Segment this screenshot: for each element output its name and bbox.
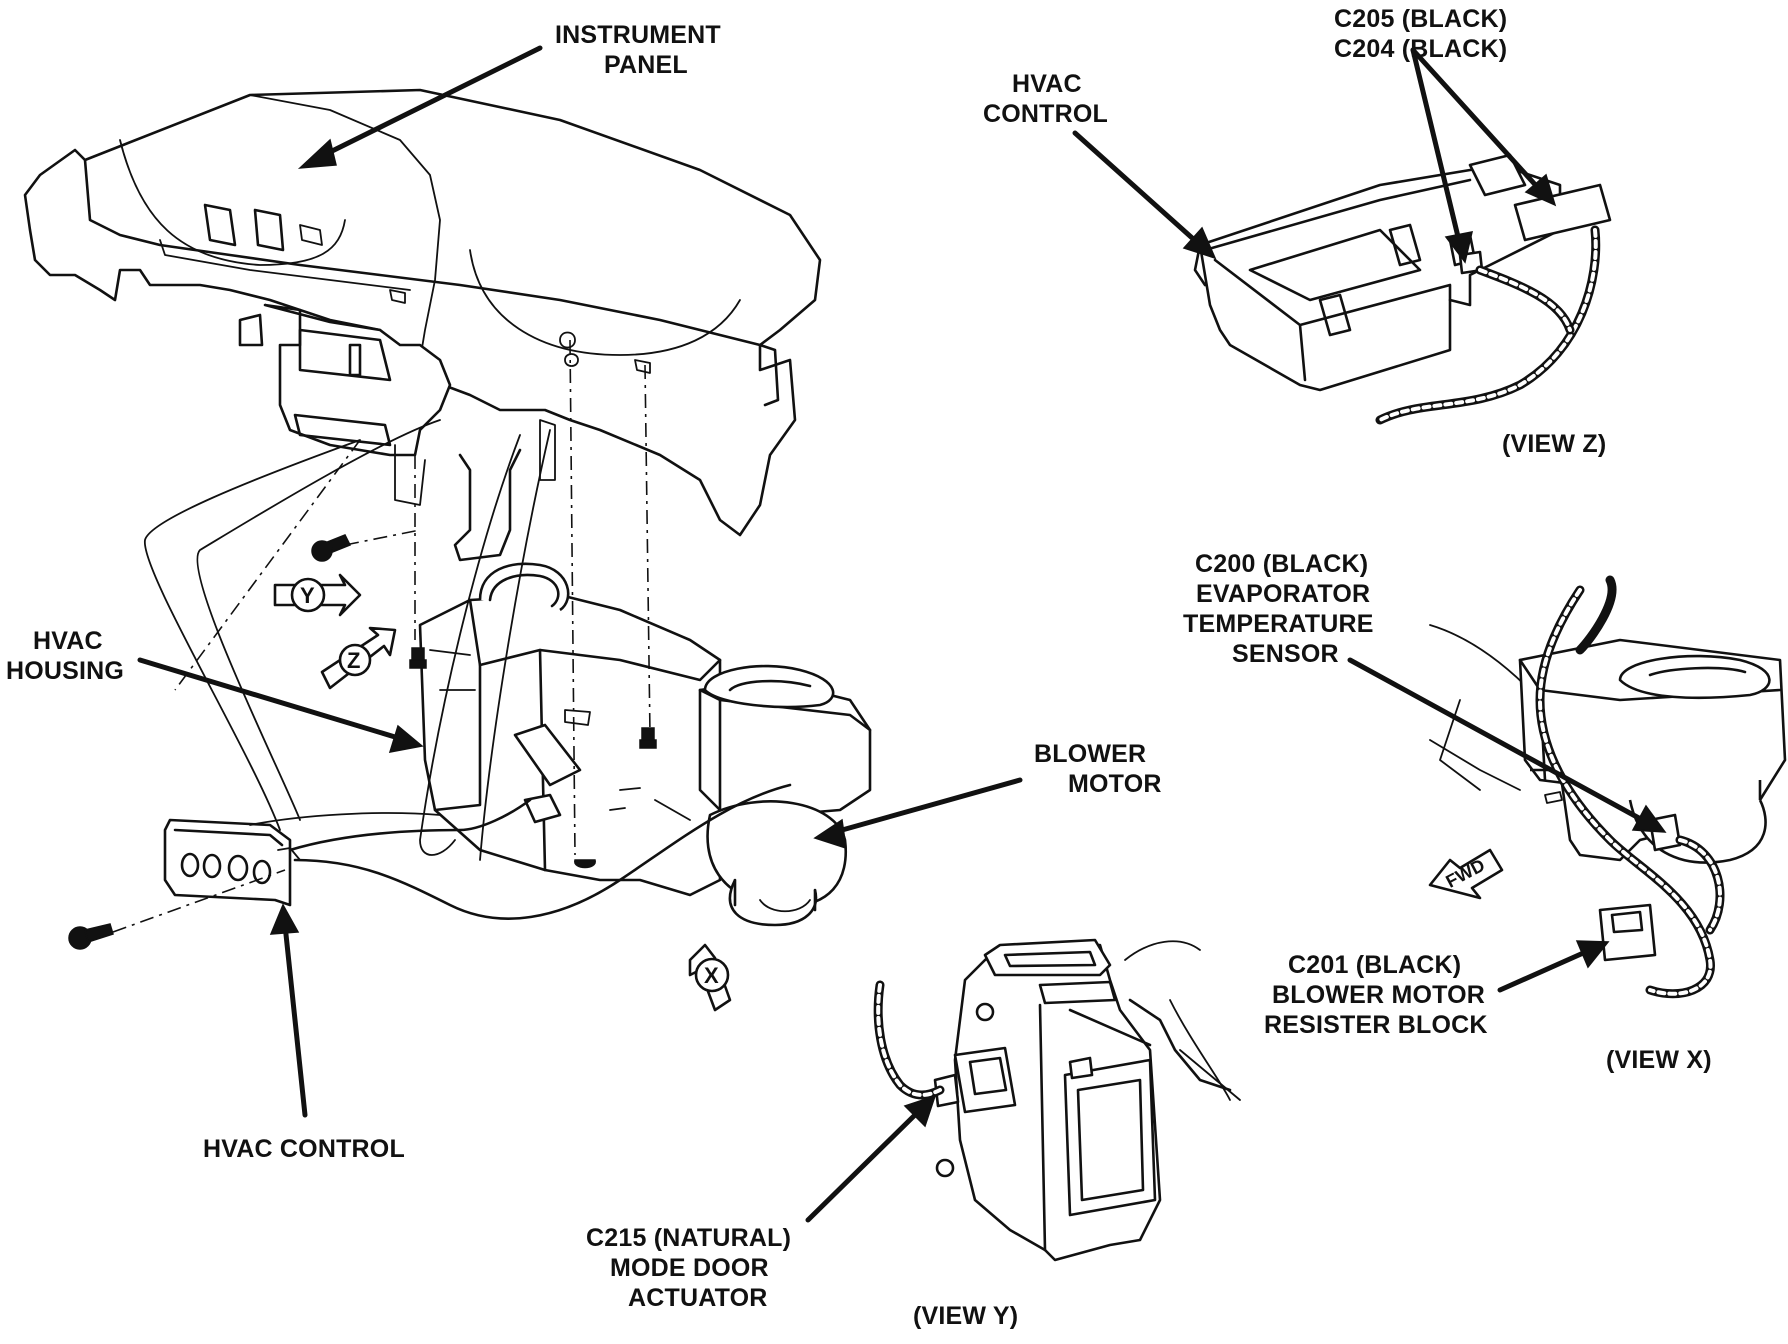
label-c215-line3: ACTUATOR	[628, 1284, 768, 1312]
label-view-z: (VIEW Z)	[1502, 430, 1606, 458]
label-instrument-panel-line1: INSTRUMENT	[555, 21, 721, 49]
hvac-housing-drawing	[409, 562, 872, 927]
alignment-lines	[112, 339, 651, 933]
leader-arrows	[137, 45, 1667, 1223]
label-c215-line1: C215 (NATURAL)	[586, 1224, 791, 1252]
label-hvac-housing-line1: HVAC	[33, 627, 103, 655]
label-c200-line1: C200 (BLACK)	[1195, 550, 1368, 578]
view-z-drawing	[1193, 153, 1612, 425]
view-x-drawing: FWD	[1428, 575, 1787, 999]
label-blower-motor-line2: MOTOR	[1068, 770, 1162, 798]
view-y-marker: Y	[273, 573, 362, 617]
label-c201-line1: C201 (BLACK)	[1288, 951, 1461, 979]
label-hvac-housing-line2: HOUSING	[6, 657, 124, 685]
label-c200-line4: SENSOR	[1232, 640, 1339, 668]
label-view-y: (VIEW Y)	[913, 1302, 1018, 1330]
label-hvac-control-view-z-line2: CONTROL	[983, 100, 1108, 128]
view-x-letter: X	[704, 963, 719, 988]
label-hvac-control-view-z-line1: HVAC	[1012, 70, 1082, 98]
view-y-letter: Y	[300, 583, 315, 608]
view-y-drawing	[873, 938, 1241, 1262]
view-x-marker: X	[688, 943, 732, 1012]
label-instrument-panel-line2: PANEL	[604, 51, 688, 79]
view-z-marker: Z	[320, 626, 397, 690]
instrument-panel-drawing	[23, 88, 822, 562]
label-c215-line2: MODE DOOR	[610, 1254, 769, 1282]
label-c200-line2: EVAPORATOR	[1196, 580, 1370, 608]
view-z-letter: Z	[347, 648, 360, 673]
label-c205: C205 (BLACK)	[1334, 5, 1507, 33]
label-hvac-control-main: HVAC CONTROL	[203, 1135, 405, 1163]
label-c201-line2: BLOWER MOTOR	[1272, 981, 1485, 1009]
main-wire-harness	[249, 783, 792, 920]
label-c204: C204 (BLACK)	[1334, 35, 1507, 63]
label-c201-line3: RESISTER BLOCK	[1264, 1011, 1488, 1039]
label-c200-line3: TEMPERATURE	[1183, 610, 1374, 638]
label-view-x: (VIEW X)	[1606, 1046, 1712, 1074]
labels: INSTRUMENT PANEL HVAC HOUSING BLOWER MOT…	[6, 5, 1712, 1330]
hvac-control-head-drawing	[68, 534, 352, 950]
label-blower-motor-line1: BLOWER	[1034, 740, 1146, 768]
